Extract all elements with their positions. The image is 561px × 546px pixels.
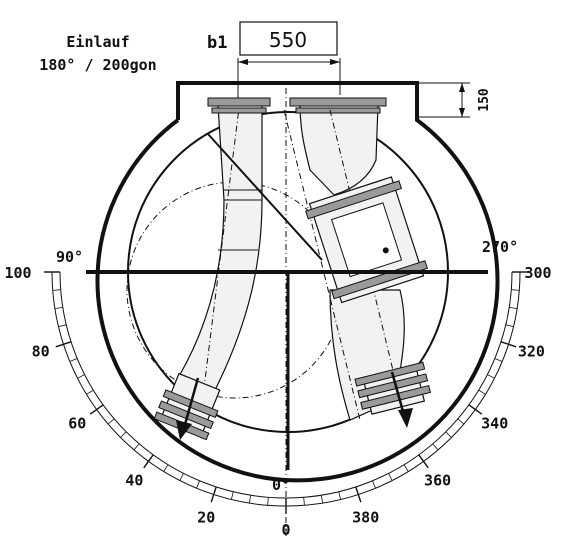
gon-tick — [355, 486, 362, 503]
gon-tick — [478, 389, 486, 395]
degree-label-left: 90° — [56, 248, 83, 266]
gon-label: 20 — [197, 508, 215, 526]
gon-label: 380 — [352, 508, 379, 526]
gon-tick — [89, 404, 104, 415]
gon-tick — [468, 404, 483, 415]
gon-tick — [179, 473, 184, 481]
gon-scale: 100 80 60 40 20 0 380 360 340 320 300 — [4, 264, 551, 539]
gon-tick — [86, 389, 94, 395]
gon-label: 100 — [4, 264, 31, 282]
gon-tick — [511, 289, 520, 291]
gon-tick — [388, 473, 393, 481]
gon-tick — [163, 464, 169, 472]
gon-tick — [55, 341, 72, 348]
inlet-angle-text: 180° / 200gon — [39, 56, 156, 74]
right-pipe-box — [305, 176, 428, 304]
gon-tick — [196, 480, 200, 489]
gon-tick — [445, 431, 452, 438]
gon-tick — [143, 454, 154, 469]
gon-label: 40 — [125, 472, 143, 490]
gon-tick — [321, 495, 323, 504]
gon-tick — [249, 495, 251, 504]
gon-tick — [509, 307, 518, 309]
dimension-label-b1: b1 — [207, 33, 227, 53]
gon-label: 340 — [481, 415, 508, 433]
degree-label-bottom: 0° — [272, 476, 290, 494]
gon-label: 0 — [281, 521, 290, 539]
gon-tick — [338, 491, 341, 500]
left-inlet-pipe — [177, 97, 323, 421]
gon-tick — [77, 374, 85, 379]
dimension-value-box — [239, 21, 338, 56]
gon-tick — [54, 307, 63, 309]
gon-tick — [69, 358, 78, 362]
gon-tick — [303, 497, 305, 506]
gon-tick — [52, 289, 61, 291]
gon-scale-labels: 100 80 60 40 20 0 380 360 340 320 300 — [4, 264, 551, 539]
right-flow-arrow — [390, 371, 413, 428]
gon-tick — [231, 491, 234, 500]
gon-tick — [457, 418, 465, 425]
gon-tick — [418, 454, 429, 469]
inlet-title: Einlauf — [66, 33, 129, 51]
dimension-collar-lines — [418, 82, 470, 118]
gon-label: 300 — [524, 264, 551, 282]
gon-tick — [494, 358, 503, 362]
gon-tick — [403, 464, 409, 472]
gon-tick — [210, 486, 217, 503]
gon-tick — [372, 480, 376, 489]
gon-label: 320 — [518, 343, 545, 361]
gon-tick — [107, 418, 115, 425]
gon-tick — [267, 497, 269, 506]
right-pipe-socket — [354, 361, 432, 415]
gon-scale-ticks — [44, 271, 528, 514]
gon-tick — [505, 324, 514, 327]
gon-tick — [432, 443, 439, 451]
left-flow-arrow — [176, 377, 200, 440]
dimension-value: 550 — [269, 28, 307, 52]
gon-label: 60 — [68, 415, 86, 433]
gon-tick — [133, 443, 140, 451]
gon-label: 360 — [424, 472, 451, 490]
gon-label: 80 — [32, 343, 50, 361]
outer-shaft-wall — [95, 81, 500, 483]
gon-tick — [58, 324, 67, 327]
dimension-collar-height: 150 — [477, 88, 492, 112]
gon-tick — [500, 341, 517, 348]
degree-label-right: 270° — [482, 238, 518, 256]
gon-tick — [120, 431, 127, 438]
gon-tick — [487, 374, 495, 379]
